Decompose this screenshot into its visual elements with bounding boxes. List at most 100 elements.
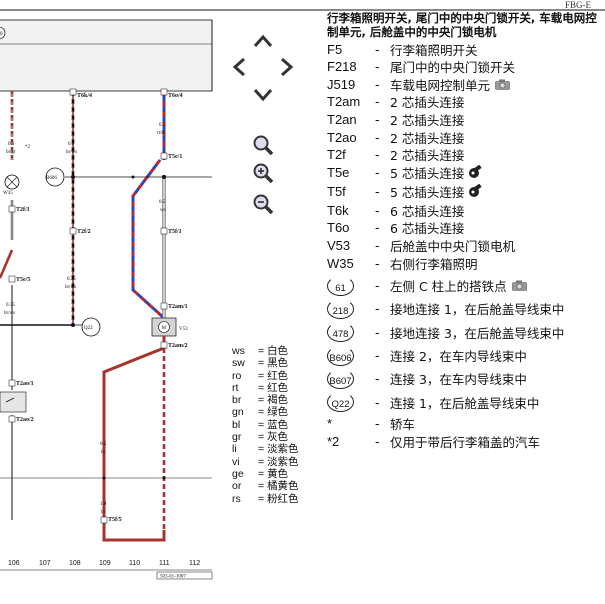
legend-code: *2: [327, 433, 340, 449]
equals-sign: =: [258, 443, 268, 456]
legend-circle-item: Q22-连接 1，在后舱盖导线束中: [327, 391, 605, 413]
color-code-row: sw= 黑色: [232, 357, 299, 369]
connector-T2ao-2: T2ao/2: [8, 415, 34, 423]
column-numbers: 106 107 108 109 110 111 112: [8, 560, 200, 567]
equals-sign: =: [258, 455, 268, 468]
legend-item: V53-后舱盖中中央门锁电机: [327, 236, 605, 254]
color-code: ro: [232, 369, 242, 382]
legend-dash: -: [375, 220, 380, 236]
arrow-right-icon[interactable]: [276, 56, 298, 78]
legend-desc: 2 芯插头连接: [390, 112, 465, 128]
legend-dash: -: [375, 164, 380, 180]
plug-icon[interactable]: [468, 184, 483, 198]
connection-point-badge: B607: [327, 368, 354, 389]
svg-text:110: 110: [129, 560, 140, 567]
color-code-row: li= 淡紫色: [232, 443, 299, 455]
svg-text:br: br: [101, 510, 106, 515]
svg-text:0.5: 0.5: [100, 442, 107, 447]
legend-code: W35: [327, 255, 354, 271]
svg-text:br: br: [101, 450, 106, 455]
legend-dash: -: [375, 129, 380, 145]
camera-icon[interactable]: [511, 280, 527, 291]
svg-text:*2: *2: [25, 145, 31, 150]
color-code-row: vi= 淡紫色: [232, 456, 299, 468]
legend-dash: -: [375, 415, 380, 431]
legend-dash: -: [375, 111, 380, 127]
color-name: 红色: [267, 381, 289, 394]
connector-T2f-2: T2f/2: [69, 227, 91, 235]
svg-text:T6k/4: T6k/4: [77, 93, 92, 99]
camera-icon[interactable]: [495, 79, 510, 90]
color-code-row: br= 褐色: [232, 394, 299, 406]
diagram-navigation: [228, 30, 300, 230]
legend-note: *-轿车: [327, 414, 605, 432]
svg-text:1.0: 1.0: [100, 502, 107, 507]
connector-T6o: T6o/4: [160, 88, 183, 99]
legend-desc: 车载电网控制单元: [390, 75, 510, 94]
connector-T5f: T5f/1: [160, 227, 182, 235]
legend-desc: 5 芯插头连接: [390, 163, 483, 182]
control-unit-box: [0, 19, 213, 92]
legend-desc: 轿车: [390, 416, 416, 432]
legend-circle-item: 61-左侧 C 柱上的搭铁点: [327, 275, 605, 297]
color-code-row: ws= 白色: [232, 345, 299, 357]
legend-code: T6o: [327, 220, 350, 236]
color-name: 灰色: [267, 431, 289, 444]
legend-note: *2 -仅用于带后行李箱盖的汽车: [327, 432, 605, 450]
legend-dash: -: [375, 76, 380, 92]
legend-desc: 右侧行李箱照明: [390, 256, 478, 272]
color-name: 白色: [267, 345, 289, 357]
connector-T2am-1: T2am/1: [160, 302, 188, 310]
legend-desc: 6 芯插头连接: [390, 221, 465, 237]
equals-sign: =: [258, 406, 268, 419]
zoom-fit-icon[interactable]: [252, 134, 274, 156]
svg-text:br/ws: br/ws: [65, 285, 76, 290]
color-name: 黑色: [267, 357, 289, 370]
connection-point-badge: 218: [327, 298, 354, 319]
arrow-left-icon[interactable]: [228, 56, 250, 78]
zoom-in-icon[interactable]: [252, 162, 274, 184]
arrow-down-icon[interactable]: [252, 84, 274, 106]
legend-dash: -: [375, 433, 380, 449]
legend-dash: -: [375, 255, 380, 271]
svg-text:T5f/5: T5f/5: [108, 517, 122, 523]
equals-sign: =: [258, 345, 268, 357]
legend-code: T2an: [327, 111, 357, 127]
legend-item: F218-尾门中的中央门锁开关: [327, 58, 605, 76]
color-code: bl: [232, 418, 241, 431]
legend-dash: -: [375, 301, 380, 317]
color-code-row: or= 橘黄色: [232, 480, 299, 492]
equals-sign: =: [258, 369, 268, 382]
legend-item: T2am-2 芯插头连接: [327, 93, 605, 111]
arrow-up-icon[interactable]: [252, 30, 274, 52]
svg-text:B606: B606: [46, 176, 57, 181]
svg-text:T6o/4: T6o/4: [168, 93, 183, 99]
color-code: gr: [232, 431, 242, 444]
equals-sign: =: [258, 357, 268, 370]
legend-desc: 2 芯插头连接: [390, 130, 465, 146]
lamp-W35: [4, 174, 20, 190]
svg-text:ws: ws: [160, 208, 166, 213]
svg-text:0.35: 0.35: [67, 277, 76, 282]
legend-desc: 接地连接 1，在后舱盖导线束中: [390, 302, 565, 318]
legend-code: F5: [327, 41, 343, 57]
svg-text:T5e/1: T5e/1: [168, 154, 182, 160]
svg-text:T5e/5: T5e/5: [16, 277, 30, 283]
zoom-out-icon[interactable]: [252, 193, 274, 215]
ground-point-Q22: [81, 317, 101, 337]
legend-code: J519: [327, 76, 356, 92]
legend-desc: 仅用于带后行李箱盖的汽车: [390, 434, 541, 450]
connection-point-badge: 61: [327, 275, 354, 296]
svg-text:109: 109: [99, 560, 111, 567]
svg-text:T2f/2: T2f/2: [77, 229, 91, 235]
connection-point-badge: 478: [327, 322, 354, 343]
legend-desc: 接地连接 3，在后舱盖导线束中: [390, 325, 565, 341]
connector-T2f-1: T2f/1: [8, 205, 30, 213]
equals-sign: =: [258, 381, 268, 394]
legend-dash: -: [375, 371, 380, 387]
plug-icon[interactable]: [468, 165, 483, 179]
connector-T5e: T5e/1: [160, 152, 182, 160]
svg-text:T2am/1: T2am/1: [168, 304, 188, 310]
